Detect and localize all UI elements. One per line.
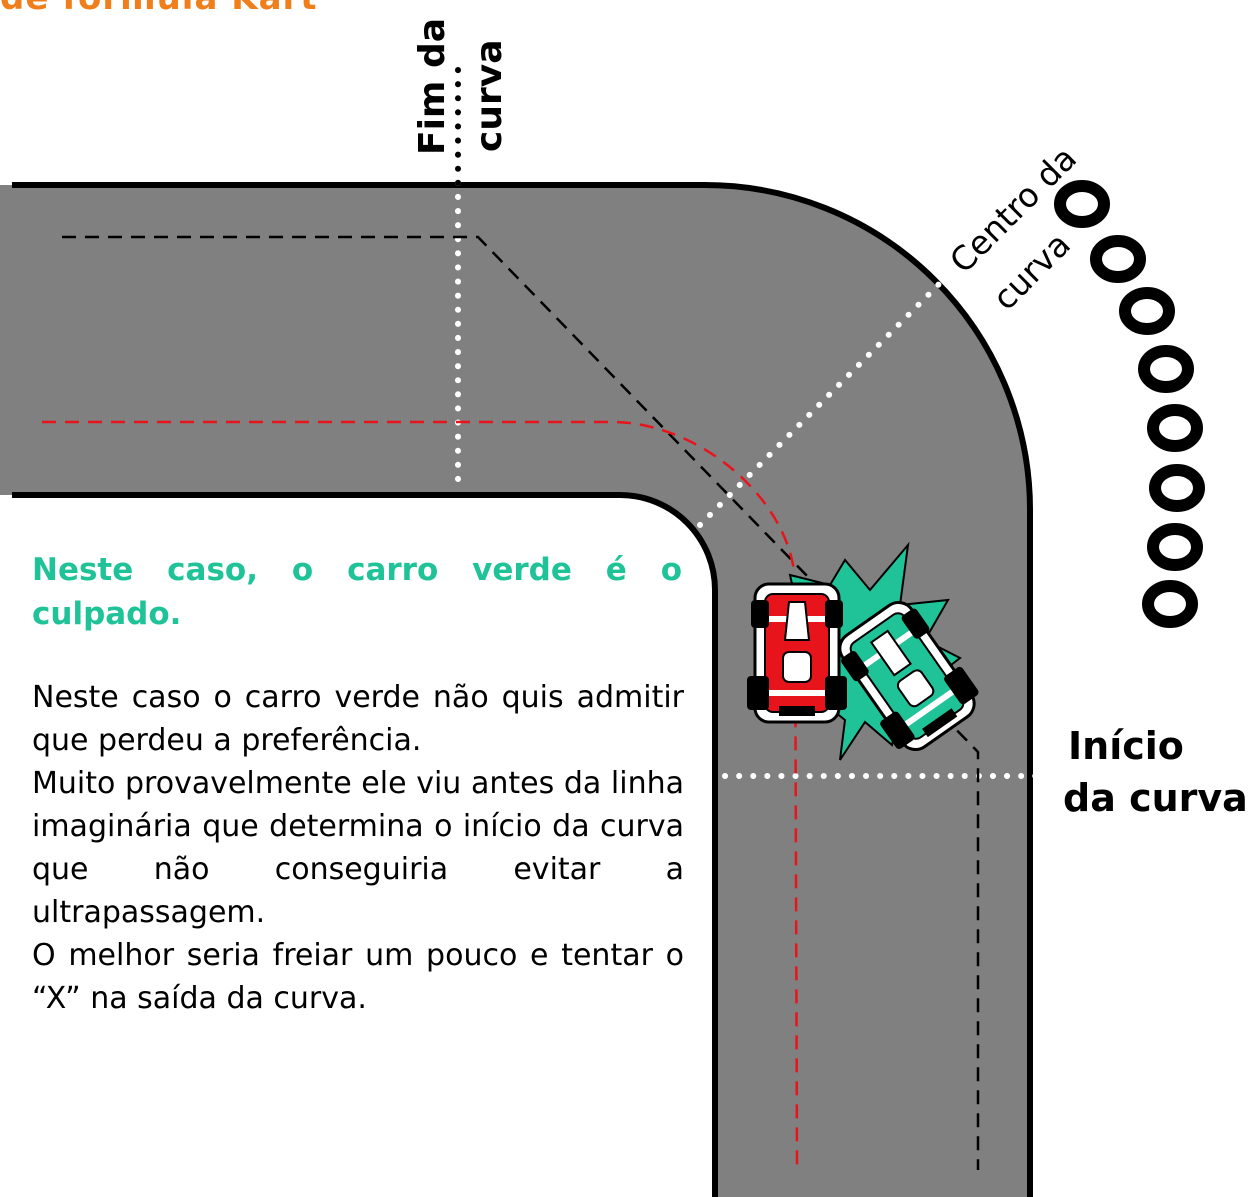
red-racing-line xyxy=(42,420,799,1166)
header-title: de fórmula Kart xyxy=(0,0,318,18)
track-outer-edge xyxy=(12,182,1033,1197)
label-inicio-da-curva: da curva xyxy=(1063,776,1248,820)
explanation-text: Neste caso o carro verde não quis admiti… xyxy=(32,676,684,1020)
explanation-paragraph: Muito provavelmente ele viu antes da lin… xyxy=(32,766,684,930)
verdict-text: Neste caso, o carro verde é o culpado. xyxy=(32,552,682,632)
red-kart-icon xyxy=(747,582,847,724)
green-kart-icon xyxy=(838,600,979,752)
black-racing-line xyxy=(62,235,980,1170)
track-surface xyxy=(0,185,1030,1197)
label-fim-curva: curva xyxy=(469,39,510,152)
label-fim-da: Fim da xyxy=(412,17,453,155)
explanation-paragraph: O melhor seria freiar um pouco e tentar … xyxy=(32,938,684,1016)
explanation-paragraph: Neste caso o carro verde não quis admiti… xyxy=(32,680,684,758)
tire-barrier-icon xyxy=(1054,180,1205,628)
label-inicio: Início xyxy=(1068,724,1184,768)
track-inner-edge xyxy=(12,492,718,1197)
curve-center-line xyxy=(697,272,951,528)
